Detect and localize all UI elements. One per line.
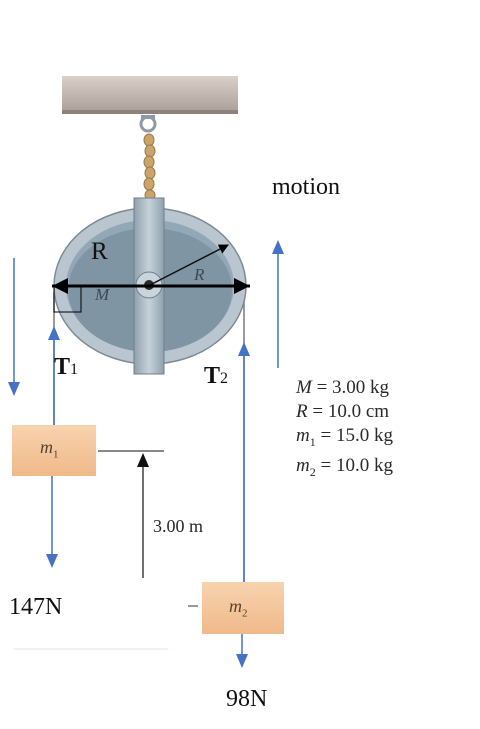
given-R-symbol: R bbox=[296, 401, 308, 422]
tension-1-symbol: T bbox=[54, 354, 71, 380]
ceiling-beam-shadow bbox=[62, 110, 238, 114]
pulley-mass-label: M bbox=[95, 285, 110, 304]
given-M-symbol: M bbox=[296, 377, 312, 398]
mass-2-block bbox=[202, 582, 284, 634]
given-m1-symbol: m bbox=[296, 425, 310, 446]
radius-arrow bbox=[149, 244, 229, 286]
contact-square bbox=[53, 285, 82, 313]
mass-1-block bbox=[12, 425, 96, 476]
given-m1-subscript: 1 bbox=[309, 434, 316, 449]
height-label: 3.00 m bbox=[153, 516, 204, 536]
mass-2-subscript: 2 bbox=[242, 607, 248, 620]
mass-2-symbol: m bbox=[229, 596, 242, 616]
mass-1-symbol: m bbox=[40, 437, 53, 457]
ceiling-beam bbox=[62, 76, 238, 114]
given-m1-value: = 15.0 kg bbox=[315, 425, 393, 446]
motion-label: motion bbox=[272, 174, 341, 200]
given-R: R = 10.0 cm bbox=[296, 400, 393, 424]
given-m2-subscript: 2 bbox=[309, 464, 316, 479]
weight-1-label: 147N bbox=[9, 594, 63, 620]
mass-1-label: m1 bbox=[40, 437, 59, 461]
given-m2-value: = 10.0 kg bbox=[315, 454, 393, 476]
tension-2-symbol: T bbox=[204, 363, 221, 389]
mass-1-subscript: 1 bbox=[53, 448, 59, 461]
height-dimension-arrowhead bbox=[137, 453, 149, 467]
tension-2-label: T2 bbox=[204, 363, 228, 390]
given-R-value: = 10.0 cm bbox=[307, 401, 390, 422]
given-m2-symbol: m bbox=[296, 454, 310, 476]
tension-1-label: T1 bbox=[54, 354, 78, 381]
chain bbox=[143, 133, 156, 201]
radius-label-outer: R bbox=[91, 238, 108, 265]
given-M: M = 3.00 kg bbox=[296, 376, 393, 400]
radius-label-inner: R bbox=[194, 265, 205, 284]
mass-2-label: m2 bbox=[229, 596, 248, 620]
weight-2-label: 98N bbox=[226, 686, 268, 712]
blue-arrows bbox=[8, 240, 284, 668]
given-M-value: = 3.00 kg bbox=[311, 377, 390, 398]
given-values: M = 3.00 kg R = 10.0 cm m1 = 15.0 kg m2 … bbox=[296, 376, 393, 484]
diameter-arrowhead-right bbox=[234, 278, 250, 294]
hook bbox=[139, 115, 157, 133]
given-m1: m1 = 15.0 kg bbox=[296, 424, 393, 454]
given-m2: m2 = 10.0 kg bbox=[296, 454, 393, 484]
tension-1-subscript: 1 bbox=[70, 361, 79, 378]
tension-2-subscript: 2 bbox=[220, 370, 229, 387]
